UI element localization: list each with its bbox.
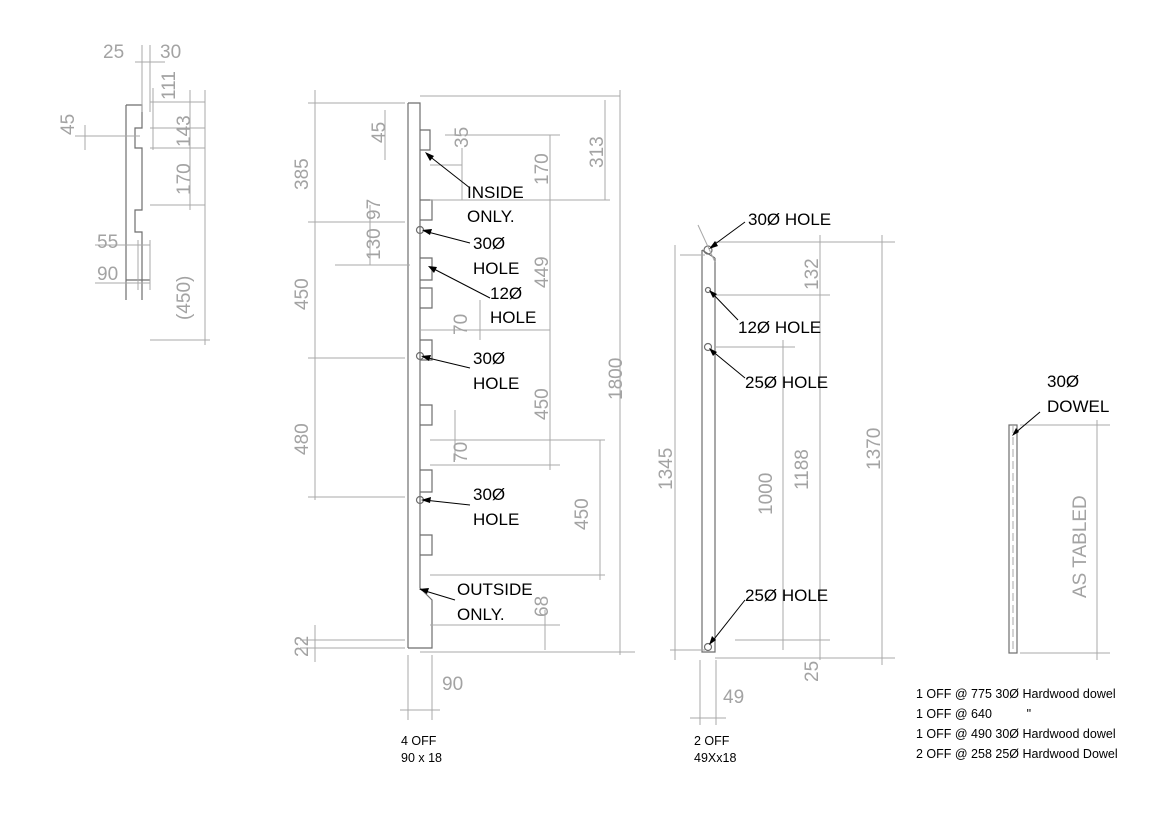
dim-1800: 1800 — [606, 358, 627, 400]
dim-1370: 1370 — [864, 428, 885, 470]
dim-450-lower: 450 — [572, 498, 593, 530]
dim-45: 45 — [58, 114, 79, 135]
dim-1188: 1188 — [792, 449, 813, 490]
dim-449: 449 — [532, 256, 553, 288]
label-hole-c: HOLE — [473, 510, 519, 529]
schedule-line: 2 OFF @ 258 25Ø Hardwood Dowel — [916, 747, 1118, 761]
dim-1000: 1000 — [756, 473, 777, 515]
dim-450-bracket: (450) — [174, 276, 195, 320]
dim-35: 35 — [452, 127, 473, 148]
dim-170: 170 — [174, 163, 195, 195]
dim-55: 55 — [97, 232, 118, 253]
label-outside-only: ONLY. — [457, 605, 505, 624]
dim-22: 22 — [292, 636, 313, 657]
dim-385: 385 — [292, 158, 313, 190]
schedule-line: 1 OFF @ 775 30Ø Hardwood dowel — [916, 687, 1116, 701]
label-30-a: 30Ø — [473, 234, 505, 253]
label-hole-a: HOLE — [473, 259, 519, 278]
leg-hole-25-bottom — [703, 642, 713, 652]
dim-143: 143 — [174, 115, 195, 147]
leg-hole-25-top — [703, 342, 713, 352]
dim-45: 45 — [369, 122, 390, 143]
dim-68: 68 — [532, 596, 553, 617]
leg-label-25-hole-top: 25Ø HOLE — [745, 373, 828, 392]
dowel-schedule: 1 OFF @ 775 30Ø Hardwood dowel 1 OFF @ 6… — [916, 687, 1118, 761]
side-rail-outline — [407, 102, 433, 649]
leg-label-30-hole: 30Ø HOLE — [748, 210, 831, 229]
side-rail-size: 90 x 18 — [401, 751, 442, 765]
leg-size: 49Xx18 — [694, 751, 736, 765]
dim-30: 30 — [160, 42, 181, 63]
dim-90: 90 — [442, 674, 463, 695]
dim-111: 111 — [159, 71, 180, 100]
leg-hole-12 — [704, 286, 712, 294]
label-30-c: 30Ø — [473, 485, 505, 504]
dim-97: 97 — [364, 199, 385, 220]
dim-49: 49 — [723, 687, 744, 708]
schedule-line: 1 OFF @ 640 " — [916, 707, 1031, 721]
dowel-label-30: 30Ø — [1047, 372, 1079, 391]
label-30-b: 30Ø — [473, 349, 505, 368]
leg-qty: 2 OFF — [694, 734, 730, 748]
leg-label-25-hole-bottom: 25Ø HOLE — [745, 586, 828, 605]
joint-detail: 25 30 111 143 45 170 55 90 (450) — [58, 42, 210, 345]
dim-70-lower: 70 — [451, 442, 472, 463]
dim-450-mid: 450 — [532, 388, 553, 420]
dim-170: 170 — [532, 153, 553, 185]
dim-132: 132 — [802, 258, 823, 290]
dim-25: 25 — [802, 661, 823, 682]
label-inside: INSIDE — [467, 183, 524, 202]
side-rail-drawing: 385 45 35 170 313 97 130 449 450 70 1800… — [292, 90, 635, 765]
label-hole-b: HOLE — [473, 374, 519, 393]
dowel-drawing: 30Ø DOWEL AS TABLED — [1008, 372, 1110, 660]
label-hole-12: HOLE — [490, 308, 536, 327]
dowel-label-dowel: DOWEL — [1047, 397, 1109, 416]
dim-450-left: 450 — [292, 278, 313, 310]
label-inside-only: ONLY. — [467, 207, 515, 226]
schedule-line: 1 OFF @ 490 30Ø Hardwood dowel — [916, 727, 1116, 741]
dim-70-upper: 70 — [451, 314, 472, 335]
leg-label-12-hole: 12Ø HOLE — [738, 318, 821, 337]
leg-outline — [701, 249, 716, 653]
label-12: 12Ø — [490, 284, 522, 303]
label-outside: OUTSIDE — [457, 580, 533, 599]
dim-as-tabled: AS TABLED — [1070, 495, 1091, 598]
leg-drawing: 1345 132 1000 1188 1370 25 49 30Ø HOLE 1… — [656, 210, 895, 765]
dim-313: 313 — [587, 136, 608, 168]
rail-notch — [420, 129, 433, 556]
dim-1345: 1345 — [656, 448, 677, 490]
side-rail-qty: 4 OFF — [401, 734, 437, 748]
dim-25: 25 — [103, 42, 124, 63]
dim-480: 480 — [292, 423, 313, 455]
dim-90: 90 — [97, 264, 118, 285]
dim-130: 130 — [364, 228, 385, 260]
